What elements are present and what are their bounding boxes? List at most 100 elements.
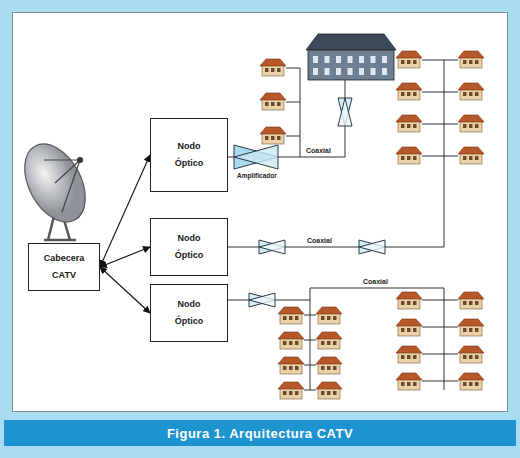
amplifier-forward — [234, 145, 278, 169]
house-roof — [458, 319, 484, 326]
house-window — [413, 92, 417, 96]
house-window — [401, 156, 405, 160]
figure-frame — [12, 12, 508, 412]
house-roof — [396, 115, 422, 122]
coaxial-wire — [444, 60, 445, 247]
house-window — [321, 366, 325, 370]
house-window — [277, 68, 281, 72]
house-window — [271, 68, 275, 72]
house-window — [321, 341, 325, 345]
amplifier-return — [259, 240, 285, 254]
house-wall — [460, 153, 482, 164]
house-window — [469, 124, 473, 128]
house-window — [469, 355, 473, 359]
house-window — [401, 60, 405, 64]
coaxial-wire — [422, 92, 458, 93]
house-window — [407, 156, 411, 160]
house-window — [401, 301, 405, 305]
house-window — [327, 391, 331, 395]
coaxial-wire — [422, 60, 458, 61]
amplifier-body — [249, 293, 275, 307]
house-window — [413, 124, 417, 128]
house-wall — [398, 352, 420, 363]
house-roof — [278, 332, 304, 339]
coaxial-wire — [304, 340, 316, 341]
house-icon — [278, 332, 304, 349]
house-window — [327, 366, 331, 370]
amplifier-body — [338, 98, 352, 126]
house-window — [283, 366, 287, 370]
caption: Figura 1. Arquitectura CATV — [167, 426, 353, 441]
node-text: Cabecera CATV — [39, 250, 89, 284]
house-window — [463, 156, 467, 160]
house-window — [321, 316, 325, 320]
house-window — [289, 341, 293, 345]
house-window — [407, 382, 411, 386]
coaxial-wire — [422, 327, 458, 328]
house-window — [401, 355, 405, 359]
house-window — [475, 60, 479, 64]
house-icon — [458, 83, 484, 100]
house-window — [283, 391, 287, 395]
building-window — [382, 56, 387, 63]
building-window — [371, 56, 376, 63]
houses — [260, 51, 484, 399]
coaxial-wire — [300, 68, 301, 157]
house-roof — [396, 83, 422, 90]
caption-bar: Figura 1. Arquitectura CATV — [4, 420, 516, 446]
house-wall — [280, 388, 302, 399]
house-roof — [260, 127, 286, 134]
house-roof — [458, 292, 484, 299]
house-roof — [278, 382, 304, 389]
coaxial-wires — [228, 60, 458, 390]
house-window — [271, 102, 275, 106]
house-window — [407, 301, 411, 305]
house-window — [295, 391, 299, 395]
house-window — [463, 301, 467, 305]
house-wall — [398, 89, 420, 100]
house-window — [401, 92, 405, 96]
headend-box: Cabecera CATV — [28, 243, 100, 291]
house-wall — [460, 57, 482, 68]
satellite-dish — [12, 134, 97, 240]
amplifier-symbol — [359, 240, 385, 254]
amplifier-body — [359, 240, 385, 254]
coaxial-wire — [422, 124, 458, 125]
house-wall — [398, 325, 420, 336]
house-icon — [396, 373, 422, 390]
house-icon — [458, 115, 484, 132]
house-icon — [278, 307, 304, 324]
house-window — [333, 341, 337, 345]
house-icon — [396, 51, 422, 68]
coaxial-wire — [310, 288, 444, 289]
house-window — [327, 316, 331, 320]
amplifier-symbol — [338, 98, 352, 126]
house-icon — [458, 319, 484, 336]
optical-node-box: Nodo Óptico — [150, 118, 228, 192]
house-roof — [278, 307, 304, 314]
house-window — [463, 60, 467, 64]
dish-feed-arm — [44, 160, 80, 212]
house-window — [271, 136, 275, 140]
house-window — [401, 328, 405, 332]
building-window — [313, 56, 318, 63]
house-roof — [396, 51, 422, 58]
house-window — [321, 391, 325, 395]
house-window — [463, 124, 467, 128]
house-wall — [262, 99, 284, 110]
house-wall — [318, 313, 340, 324]
building-window — [359, 56, 364, 63]
house-wall — [460, 89, 482, 100]
house-roof — [260, 59, 286, 66]
house-window — [265, 102, 269, 106]
house-wall — [398, 298, 420, 309]
coaxial-wire — [310, 288, 311, 390]
amplifier-label: Amplificador — [236, 172, 278, 179]
house-window — [475, 156, 479, 160]
building-window — [382, 68, 387, 75]
house-roof — [316, 332, 342, 339]
house-window — [407, 60, 411, 64]
node-text: Nodo Óptico — [164, 138, 214, 172]
